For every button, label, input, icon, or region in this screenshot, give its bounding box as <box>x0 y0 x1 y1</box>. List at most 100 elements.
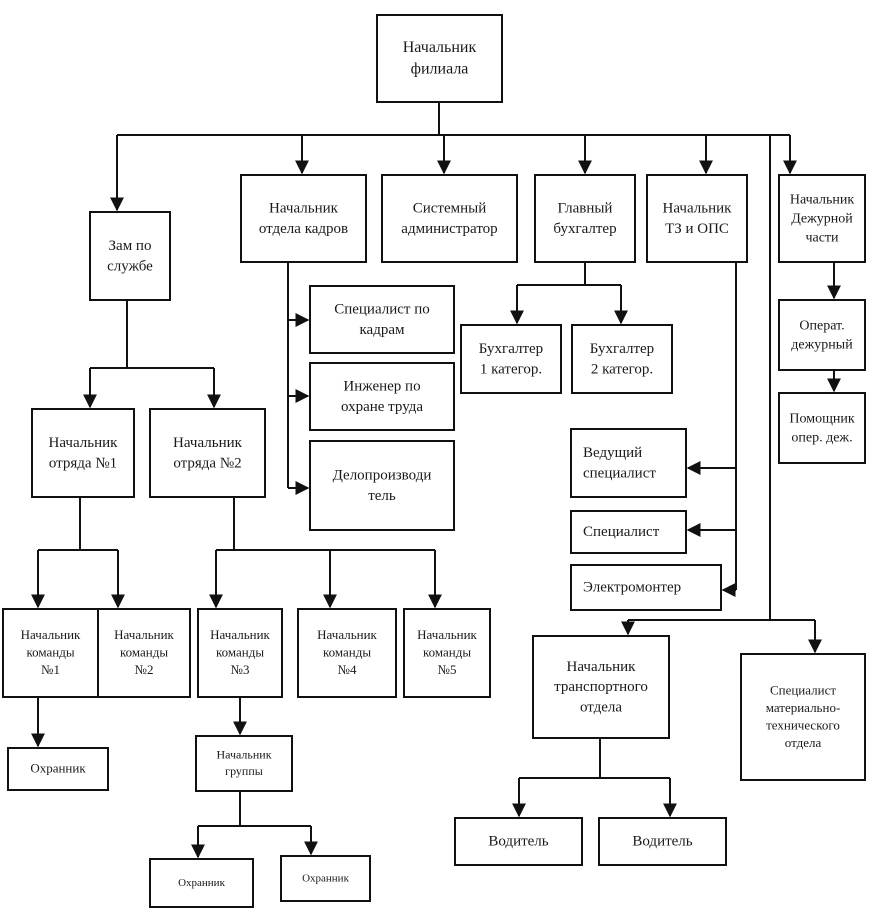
node-team-4: Начальник команды №4 <box>297 608 397 698</box>
node-label-line: охране труда <box>341 399 423 415</box>
node-label-line: №2 <box>135 662 154 677</box>
node-driver-2: Водитель <box>598 817 727 866</box>
node-driver-1: Водитель <box>454 817 583 866</box>
node-label-line: опер. деж. <box>791 430 852 445</box>
node-label-line: Специалист <box>770 682 836 697</box>
node-specialist: Специалист <box>570 510 687 554</box>
node-label-line: материально- <box>766 700 841 715</box>
node-hr-specialist: Специалист по кадрам <box>309 285 455 354</box>
node-label-line: Начальник <box>790 192 854 207</box>
node-label-line: отдела <box>785 735 822 750</box>
node-label-line: тель <box>368 488 396 504</box>
node-box <box>31 408 135 498</box>
node-label-line: №5 <box>438 662 457 677</box>
node-label-line: Начальник <box>417 627 477 642</box>
node-box <box>778 174 866 263</box>
node-label-line: Главный <box>558 201 613 217</box>
node-label-line: транспортного <box>554 679 648 695</box>
node-label-line: технического <box>766 717 840 732</box>
node-tz-ops-head: Начальник ТЗ и ОПС <box>646 174 748 263</box>
node-box <box>381 174 518 263</box>
node-box <box>403 608 491 698</box>
node-label-line: Начальник <box>114 627 174 642</box>
node-group-head: Начальник группы <box>195 735 293 792</box>
node-team-3: Начальник команды №3 <box>197 608 283 698</box>
node-team-2: Начальник команды №2 <box>97 608 191 698</box>
node-label-line: Водитель <box>488 834 548 850</box>
node-guard-2: Охранник <box>149 858 254 908</box>
node-box <box>149 858 254 908</box>
node-box <box>740 653 866 781</box>
node-box <box>376 14 503 103</box>
node-box <box>309 285 455 354</box>
node-box <box>97 608 191 698</box>
node-label-line: части <box>805 230 839 245</box>
node-label-line: №3 <box>231 662 250 677</box>
node-label-line: бухгалтер <box>553 221 616 237</box>
node-label-line: команды <box>216 645 264 660</box>
node-label-line: Начальник <box>173 435 243 451</box>
node-label-line: Электромонтер <box>583 580 681 596</box>
node-label-line: №4 <box>338 662 357 677</box>
node-label-line: Начальник <box>317 627 377 642</box>
node-box <box>534 174 636 263</box>
node-label-line: администратор <box>401 221 497 237</box>
node-box <box>197 608 283 698</box>
connector-lines <box>31 102 841 859</box>
node-label-line: №1 <box>41 662 60 677</box>
node-box <box>89 211 171 301</box>
node-box <box>297 608 397 698</box>
node-label-line: команды <box>423 645 471 660</box>
node-label-line: Охранник <box>30 761 86 776</box>
node-label-line: отряда №2 <box>173 455 241 471</box>
node-box <box>454 817 583 866</box>
node-box <box>240 174 367 263</box>
node-label-line: кадрам <box>360 322 406 338</box>
node-box <box>149 408 266 498</box>
node-label-line: Бухгалтер <box>479 341 543 357</box>
node-label-line: группы <box>225 764 263 778</box>
node-duty-officer: Операт.дежурный <box>778 299 866 371</box>
node-label-line: Водитель <box>632 834 692 850</box>
node-label-line: Зам по <box>109 238 152 254</box>
node-box <box>571 324 673 394</box>
node-label-line: Начальник <box>21 627 81 642</box>
node-label-line: команды <box>120 645 168 660</box>
node-team-5: Начальник команды №5 <box>403 608 491 698</box>
node-label-line: команды <box>323 645 371 660</box>
node-electrician: Электромонтер <box>570 564 722 611</box>
node-label-line: Начальник <box>403 39 477 56</box>
node-box <box>195 735 293 792</box>
node-box <box>309 440 455 531</box>
node-label-line: Охранник <box>302 873 349 885</box>
node-label-line: отдела <box>580 699 622 715</box>
node-box <box>2 608 99 698</box>
node-label-line: филиала <box>411 61 469 78</box>
node-box <box>280 855 371 902</box>
node-box <box>570 564 722 611</box>
node-squad-1: Начальник отряда №1 <box>31 408 135 498</box>
node-label-line: Начальник <box>49 435 119 451</box>
node-label-line: Начальник <box>210 627 270 642</box>
node-label-line: Операт. <box>799 318 844 333</box>
node-label-line: Начальник <box>216 748 271 762</box>
node-head: Начальник филиала <box>376 14 503 103</box>
node-label-line: Охранник <box>178 877 225 889</box>
node-label-line: Начальник <box>663 201 733 217</box>
node-label-line: ТЗ и ОПС <box>665 221 729 237</box>
node-label-line: Специалист по <box>334 302 430 318</box>
node-supply-specialist: Специалист материально-технического отдела <box>740 653 866 781</box>
node-box <box>646 174 748 263</box>
node-label-line: отряда №1 <box>49 455 117 471</box>
